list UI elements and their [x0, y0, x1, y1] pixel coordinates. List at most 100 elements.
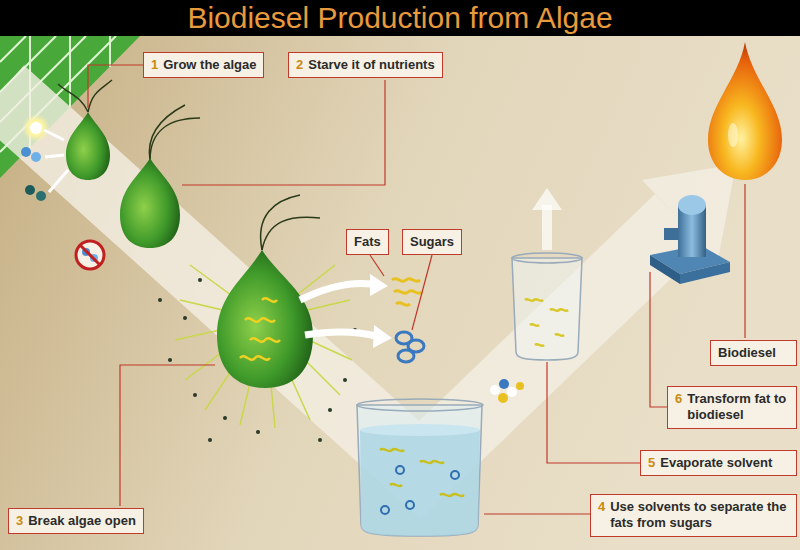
solar-panels-part-part: [69, 36, 71, 107]
evaporation-beaker: [512, 188, 582, 360]
bursting-algae-part: [262, 217, 320, 250]
step-text: Evaporate solvent: [660, 455, 789, 471]
bursting-algae: [158, 195, 357, 442]
reactor-machine-part: [680, 262, 730, 284]
fat-molecule-part: [392, 279, 420, 282]
step-text: Sugars: [410, 234, 454, 250]
algae-cell: [120, 105, 200, 248]
evaporation-beaker-part: [525, 299, 568, 346]
step-text: Break algae open: [28, 513, 136, 529]
leader-lines-part: [412, 255, 432, 330]
callout-number: 2: [296, 57, 303, 73]
evaporation-beaker-part-part: [525, 299, 543, 301]
bursting-algae-part-part: [223, 416, 227, 420]
extraction-arrows-part: [373, 325, 392, 348]
title-bar: Biodiesel Production from Algae: [0, 0, 800, 36]
label-box: Sugars: [402, 229, 462, 255]
bursting-algae-part-part: [343, 378, 347, 382]
inputs-part: [44, 130, 64, 140]
label-box: Fats: [346, 229, 389, 255]
leader-lines-part: [744, 184, 745, 338]
mixed-molecule-part: [490, 385, 500, 395]
bursting-algae-part: [240, 298, 280, 359]
extraction-arrows-part: [305, 332, 376, 336]
solar-panels-part-part: [109, 36, 111, 67]
inputs-part: [21, 147, 31, 157]
step-box: 2 Starve it of nutrients: [288, 52, 443, 78]
step-box: 6Transform fat to biodiesel: [667, 386, 797, 429]
solvent-beaker-part-part: [420, 461, 444, 463]
solvent-beaker-part-part: [380, 449, 404, 451]
solvent-beaker-part: [357, 405, 482, 536]
evaporation-beaker-part: [542, 205, 552, 250]
process-band-part: [0, 92, 680, 470]
reactor-machine-part: [650, 255, 680, 284]
biodiesel-drop: [708, 42, 782, 180]
bursting-algae-part-part: [240, 356, 270, 359]
biodiesel-drop-part: [728, 123, 738, 147]
leader-lines-part: [650, 272, 667, 407]
evaporation-beaker-part: [512, 258, 582, 360]
step-box: 1Grow the algae: [143, 52, 264, 78]
step-text: Transform fat to biodiesel: [687, 391, 789, 424]
extraction-arrows: [300, 274, 392, 348]
step-box: 4Use solvents to separate the fats from …: [590, 494, 797, 537]
process-band-part: [642, 164, 736, 260]
evaporation-beaker-part-part: [530, 324, 539, 326]
mixed-molecule-part: [507, 387, 517, 397]
no-nutrients-sign-part: [76, 241, 104, 269]
step-text: Use solvents to separate the fats from s…: [610, 499, 789, 532]
evaporation-beaker-part-part: [535, 344, 544, 346]
bursting-algae-part-part: [198, 278, 202, 282]
inputs-part: [36, 191, 46, 201]
bursting-algae-part-part: [262, 298, 277, 301]
sugar-molecule-part: [398, 350, 414, 362]
evaporation-beaker-part: [512, 253, 582, 263]
mixed-molecule-part: [499, 379, 509, 389]
leader-lines-part: [484, 513, 590, 514]
step-text: Fats: [354, 234, 381, 250]
solvent-beaker-part-part: [381, 506, 389, 514]
bursting-algae-part-part: [250, 338, 280, 341]
sugar-molecule: [396, 332, 424, 362]
leader-lines-part: [370, 255, 384, 276]
fat-molecule: [392, 279, 422, 306]
no-nutrients-sign: [76, 241, 104, 269]
mixed-molecule-part: [516, 382, 524, 390]
solvent-beaker-part-part: [406, 501, 414, 509]
solvent-beaker-part-part: [390, 484, 402, 486]
bursting-algae-part-part: [168, 358, 172, 362]
step-box: 3Break algae open: [8, 508, 144, 534]
inputs-part: [30, 122, 42, 134]
solvent-beaker-part: [360, 424, 480, 436]
inputs-part: [49, 170, 68, 192]
step-text: Starve it of nutrients: [308, 57, 434, 73]
step-box: 5 Evaporate solvent: [640, 450, 797, 476]
biodiesel-drop-part: [708, 42, 782, 180]
inputs-part: [45, 155, 64, 157]
evaporation-beaker-part-part: [550, 309, 568, 311]
callout-number: 5: [648, 455, 655, 471]
step-text: Biodiesel: [718, 345, 789, 361]
solvent-beaker-part: [360, 430, 480, 536]
bursting-algae-part-part: [158, 298, 162, 302]
bursting-algae-part-part: [328, 408, 332, 412]
bursting-algae-part-part: [193, 393, 197, 397]
mixed-molecule-part: [498, 393, 508, 403]
algae-cell-part: [88, 80, 112, 112]
inputs-part: [22, 114, 50, 142]
evaporation-beaker-part: [532, 188, 562, 210]
leader-lines-part: [182, 80, 385, 185]
solvent-beaker-part-part: [396, 466, 404, 474]
extraction-arrows-part: [300, 283, 372, 300]
algae-cell: [58, 80, 112, 180]
solvent-beaker-part-part: [451, 471, 459, 479]
fat-molecule-part: [396, 303, 410, 306]
solvent-beaker-part: [357, 399, 483, 411]
solvent-beaker: [357, 399, 483, 536]
leader-lines-part: [120, 365, 215, 506]
inputs-part: [31, 152, 41, 162]
bursting-algae-part-part: [256, 430, 260, 434]
